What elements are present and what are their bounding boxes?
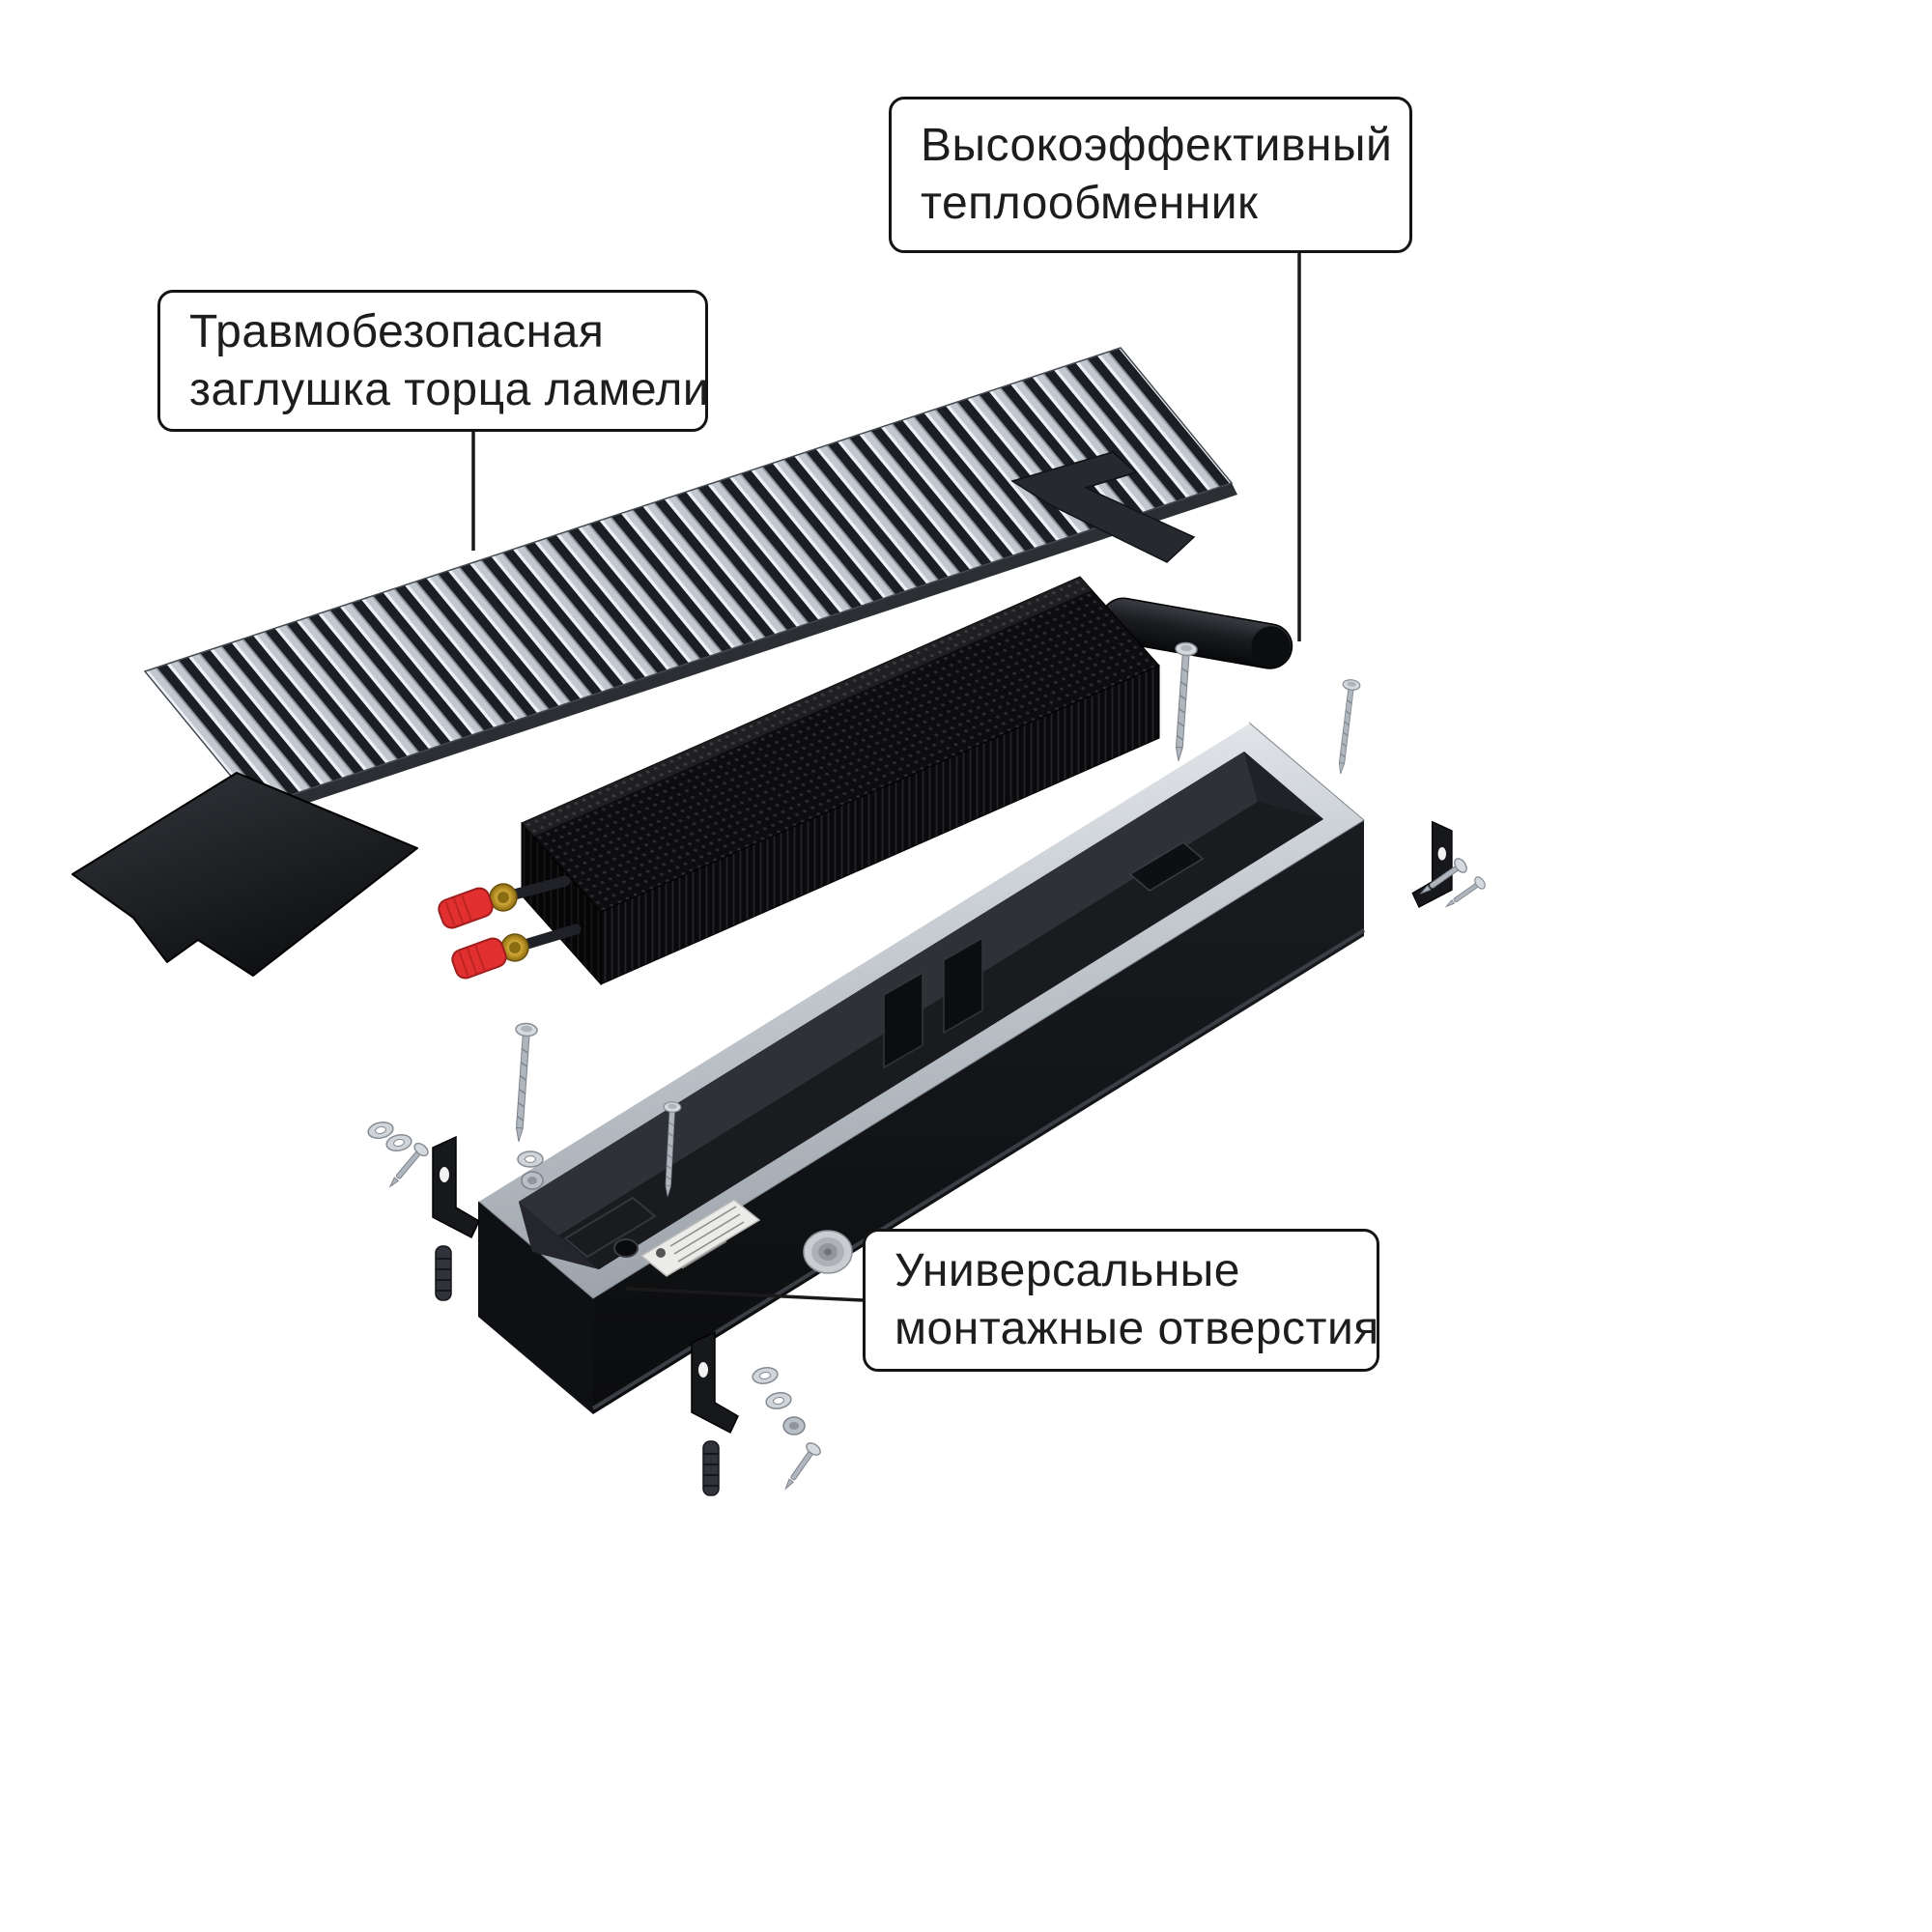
casing-bottom-flange <box>591 928 1366 1410</box>
hex-nut <box>521 1171 544 1190</box>
callout-heat-exchanger: Высокоэффективный теплообменник <box>889 97 1412 253</box>
callout-lamella-end-cap-line1: Травмобезопасная <box>189 305 605 357</box>
heat-exchanger-assembly <box>438 576 1293 986</box>
callout-mounting-holes-line1: Универсальные <box>895 1245 1240 1296</box>
casing-front-face <box>593 820 1364 1414</box>
leader-line-mounting-holes <box>625 1287 864 1302</box>
casing-inner-right-wall <box>1244 752 1323 819</box>
red-protective-cap-lower <box>451 937 507 980</box>
leader-lines <box>471 253 1301 1302</box>
casing-floor <box>532 802 1323 1269</box>
heat-exchanger-end-shade <box>522 823 601 984</box>
pipe-connections <box>438 875 582 980</box>
casing-inner-left-wall <box>519 1202 599 1269</box>
casing-assembly <box>477 721 1366 1414</box>
casing-rim-highlight <box>477 721 1250 1203</box>
grille-assembly <box>143 347 1237 818</box>
washer <box>751 1365 780 1386</box>
grille-panel <box>143 347 1234 808</box>
washer <box>517 1151 544 1168</box>
washer <box>365 1119 396 1142</box>
callout-lamella-end-cap-line2: заглушка торца ламели <box>189 363 710 415</box>
callout-heat-exchanger-line2: теплообменник <box>921 178 1259 229</box>
cable-grommet <box>803 1230 853 1274</box>
wall-anchor <box>702 1440 720 1496</box>
brass-fitting-lower <box>500 933 529 962</box>
grille-side-edge <box>256 483 1237 818</box>
floor-knockout-hole <box>563 1196 657 1259</box>
mounting-bracket-L <box>432 1136 480 1238</box>
rating-label-sticker <box>639 1199 761 1277</box>
end-cap-plate <box>71 772 418 977</box>
red-protective-cap-upper <box>438 887 494 929</box>
brass-fitting-upper <box>489 883 518 912</box>
hex-nut <box>782 1416 806 1435</box>
inner-divider-bracket <box>883 936 983 1069</box>
washer <box>384 1131 414 1154</box>
inner-end-bracket <box>1128 841 1205 892</box>
heat-exchanger-top-pins <box>521 576 1160 913</box>
callout-mounting-holes-line2: монтажные отверстия <box>895 1303 1379 1354</box>
mounting-screw <box>1167 640 1199 763</box>
mounting-screw <box>507 1021 539 1144</box>
callout-mounting-holes: Универсальные монтажные отверстия <box>863 1229 1379 1372</box>
casing-left-face <box>478 1201 593 1414</box>
callout-lamella-end-cap: Травмобезопасная заглушка торца ламели <box>157 290 710 432</box>
mounting-screw-small <box>779 1439 824 1494</box>
mounting-bracket-L <box>1411 821 1453 908</box>
grille-fixing-bracket <box>1010 451 1196 563</box>
washer <box>764 1390 793 1411</box>
wall-anchor <box>435 1245 452 1301</box>
mounting-screw <box>1331 678 1361 776</box>
heat-exchanger-highlight <box>522 577 1092 837</box>
callout-heat-exchanger-line1: Высокоэффективный <box>921 120 1393 171</box>
mounting-bracket-L <box>691 1331 739 1434</box>
